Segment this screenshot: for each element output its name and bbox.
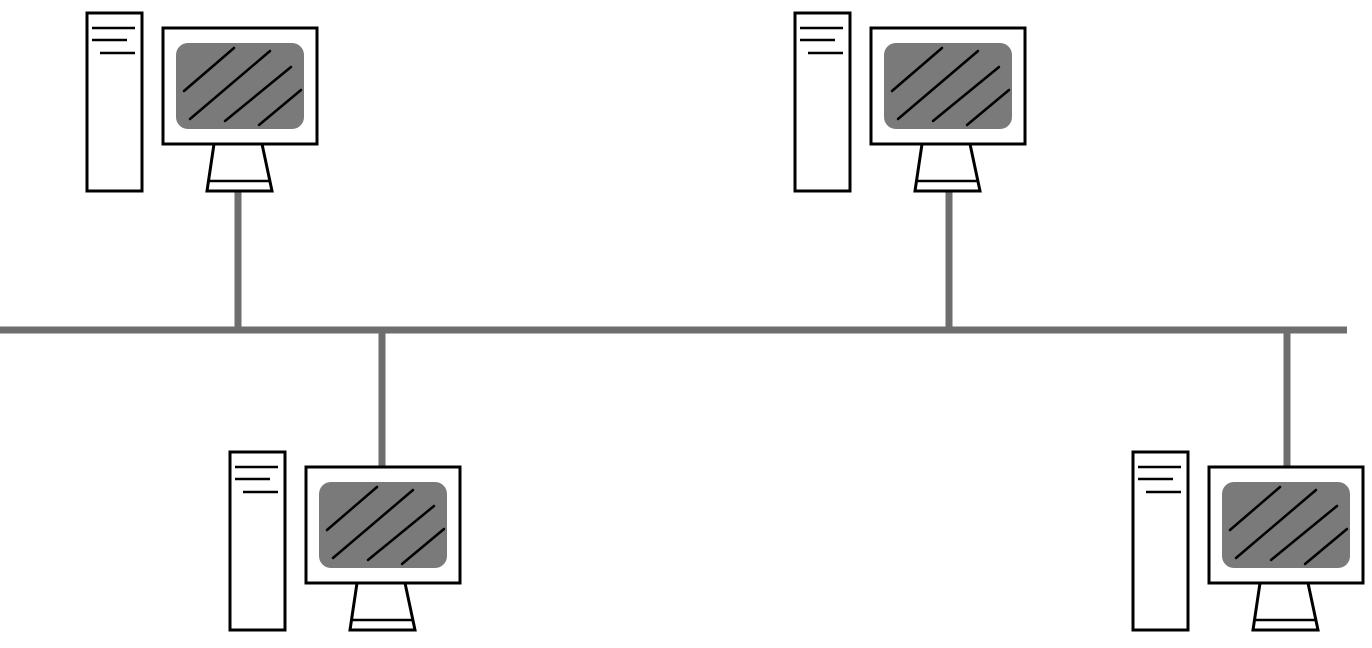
- tower-case: [85, 11, 144, 193]
- monitor-screen: [319, 482, 447, 568]
- monitor-stand: [348, 581, 417, 632]
- screen-glare-line: [890, 46, 944, 93]
- workstation-3: [228, 450, 462, 632]
- monitor-screen: [176, 43, 304, 129]
- tower-case: [228, 450, 287, 632]
- screen-glare-line: [188, 49, 272, 121]
- screen-glare-line: [257, 88, 303, 127]
- screen-glare-line: [223, 65, 293, 123]
- workstation-2: [793, 11, 1027, 193]
- screen-glare-line: [1269, 504, 1339, 562]
- screen-glare-line: [400, 527, 446, 566]
- screen-glare-line: [896, 49, 980, 121]
- monitor-stand: [205, 142, 274, 193]
- screen-glare-line: [1303, 527, 1349, 566]
- workstation-1: [85, 11, 319, 193]
- monitor-stand: [913, 142, 982, 193]
- screen-glare-line: [325, 485, 379, 532]
- monitor-stand: [1251, 581, 1320, 632]
- desktop-computer-icon: [85, 11, 319, 193]
- screen-glare-line: [182, 46, 236, 93]
- desktop-computer-icon: [793, 11, 1027, 193]
- monitor-screen: [884, 43, 1012, 129]
- monitor-screen: [1222, 482, 1350, 568]
- desktop-computer-icon: [228, 450, 462, 632]
- screen-glare-line: [965, 88, 1011, 127]
- screen-glare-line: [1234, 488, 1318, 560]
- desktop-computer-icon: [1131, 450, 1365, 632]
- tower-case: [793, 11, 852, 193]
- tower-case: [1131, 450, 1190, 632]
- cables-layer: [0, 192, 1347, 467]
- screen-glare-line: [366, 504, 436, 562]
- screen-glare-line: [1228, 485, 1282, 532]
- screen-glare-line: [331, 488, 415, 560]
- nodes-layer: [85, 11, 1365, 632]
- screen-glare-line: [931, 65, 1001, 123]
- workstation-4: [1131, 450, 1365, 632]
